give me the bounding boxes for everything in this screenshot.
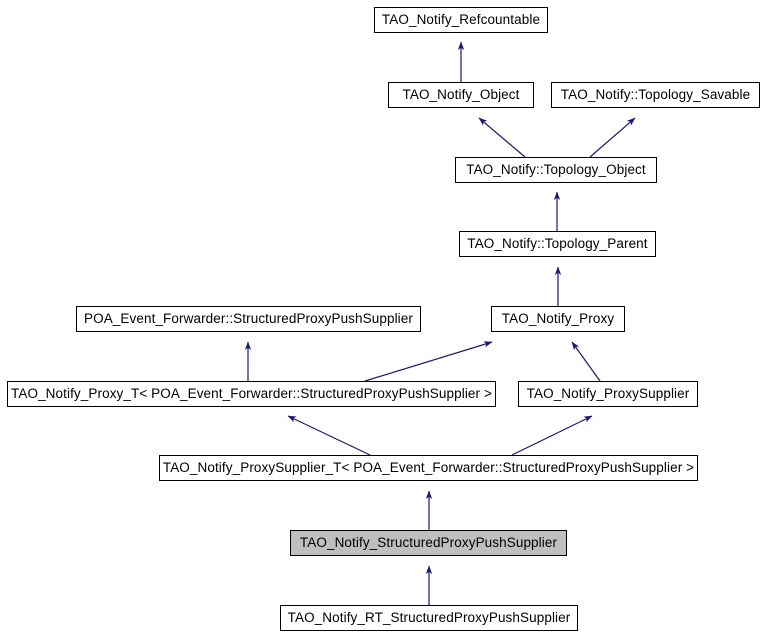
class-node-topology_parent[interactable]: TAO_Notify::Topology_Parent	[459, 231, 656, 257]
class-node-proxy_supplier_t[interactable]: TAO_Notify_ProxySupplier_T< POA_Event_Fo…	[159, 455, 698, 481]
class-node-label: TAO_Notify_Proxy_T< POA_Event_Forwarder:…	[11, 386, 492, 402]
class-node-label: POA_Event_Forwarder::StructuredProxyPush…	[84, 311, 413, 327]
class-node-label: TAO_Notify::Topology_Parent	[467, 236, 648, 252]
edge-topology_object-to-topology_savable	[589, 117, 636, 158]
class-node-label: TAO_Notify_RT_StructuredProxyPushSupplie…	[287, 610, 571, 626]
class-node-poa_event_forwarder[interactable]: POA_Event_Forwarder::StructuredProxyPush…	[76, 306, 421, 332]
class-node-label: TAO_Notify_Refcountable	[381, 12, 541, 28]
class-node-rt_structured_proxy_push_supplier[interactable]: TAO_Notify_RT_StructuredProxyPushSupplie…	[280, 605, 578, 631]
edge-proxy_supplier-to-notify_proxy	[571, 341, 601, 382]
class-node-proxy_supplier[interactable]: TAO_Notify_ProxySupplier	[518, 381, 698, 407]
class-node-label: TAO_Notify::Topology_Object	[466, 162, 646, 178]
class-node-structured_proxy_push_supplier[interactable]: TAO_Notify_StructuredProxyPushSupplier	[290, 530, 567, 556]
class-node-label: TAO_Notify_Object	[402, 87, 520, 103]
edge-proxy_t-to-notify_proxy	[364, 341, 493, 382]
class-node-label: TAO_Notify::Topology_Savable	[560, 87, 751, 103]
class-node-label: TAO_Notify_Proxy	[501, 311, 615, 327]
class-node-label: TAO_Notify_StructuredProxyPushSupplier	[299, 535, 558, 551]
class-node-topology_object[interactable]: TAO_Notify::Topology_Object	[455, 157, 657, 183]
edge-topology_object-to-notify_object	[478, 117, 526, 158]
edge-proxy_supplier_t-to-proxy_supplier	[511, 415, 593, 456]
class-node-notify_object[interactable]: TAO_Notify_Object	[388, 82, 534, 108]
class-node-refcountable[interactable]: TAO_Notify_Refcountable	[374, 7, 548, 33]
class-node-notify_proxy[interactable]: TAO_Notify_Proxy	[491, 306, 625, 332]
edge-proxy_supplier_t-to-proxy_t	[287, 415, 371, 456]
class-node-topology_savable[interactable]: TAO_Notify::Topology_Savable	[551, 82, 760, 108]
class-node-proxy_t[interactable]: TAO_Notify_Proxy_T< POA_Event_Forwarder:…	[7, 381, 496, 407]
class-node-label: TAO_Notify_ProxySupplier	[526, 386, 690, 402]
class-node-label: TAO_Notify_ProxySupplier_T< POA_Event_Fo…	[162, 460, 695, 476]
